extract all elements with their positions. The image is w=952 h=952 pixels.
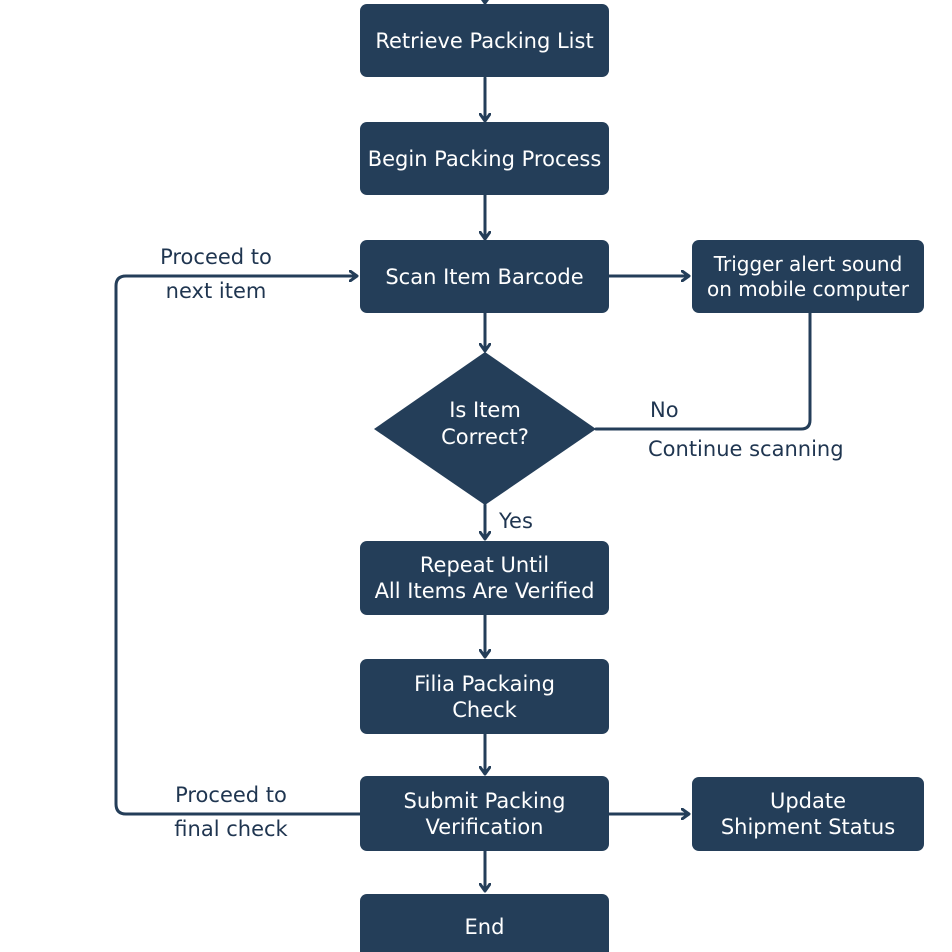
node-label: Scan Item Barcode	[385, 264, 584, 289]
node-label: Repeat Until All Items Are Verified	[374, 553, 595, 603]
decision-diamond	[374, 352, 596, 505]
update-shipment-status-node: Update Shipment Status	[692, 777, 924, 851]
final-packing-check-node: Filia Packaing Check	[360, 659, 609, 734]
submit-packing-verification-node: Submit Packing Verification	[360, 776, 609, 851]
no-label: No	[650, 398, 679, 422]
node-label: Filia Packaing Check	[414, 671, 555, 722]
begin-packing-process-node: Begin Packing Process	[360, 122, 609, 195]
repeat-until-verified-node: Repeat Until All Items Are Verified	[360, 541, 609, 615]
trigger-alert-node: Trigger alert sound on mobile computer	[692, 240, 924, 313]
proceed-final-check-label: Proceed to final check	[174, 783, 288, 841]
node-label: End	[464, 915, 505, 939]
retrieve-packing-list-node: Retrieve Packing List	[360, 4, 609, 77]
node-label: Trigger alert sound on mobile computer	[707, 251, 909, 301]
scan-item-barcode-node: Scan Item Barcode	[360, 240, 609, 313]
end-node: End	[360, 894, 609, 952]
node-label: Begin Packing Process	[367, 146, 602, 171]
yes-label: Yes	[499, 509, 533, 533]
continue-scanning-label: Continue scanning	[648, 437, 844, 461]
node-label: Retrieve Packing List	[375, 28, 594, 53]
decision-label: Is Item Correct?	[441, 398, 529, 449]
node-label: Update Shipment Status	[720, 789, 896, 839]
proceed-next-item-label: Proceed to next item	[160, 245, 272, 303]
arrow-left-loop	[114, 276, 362, 816]
node-label: Submit Packing Verification	[403, 788, 566, 839]
line-no-loop	[594, 311, 812, 431]
